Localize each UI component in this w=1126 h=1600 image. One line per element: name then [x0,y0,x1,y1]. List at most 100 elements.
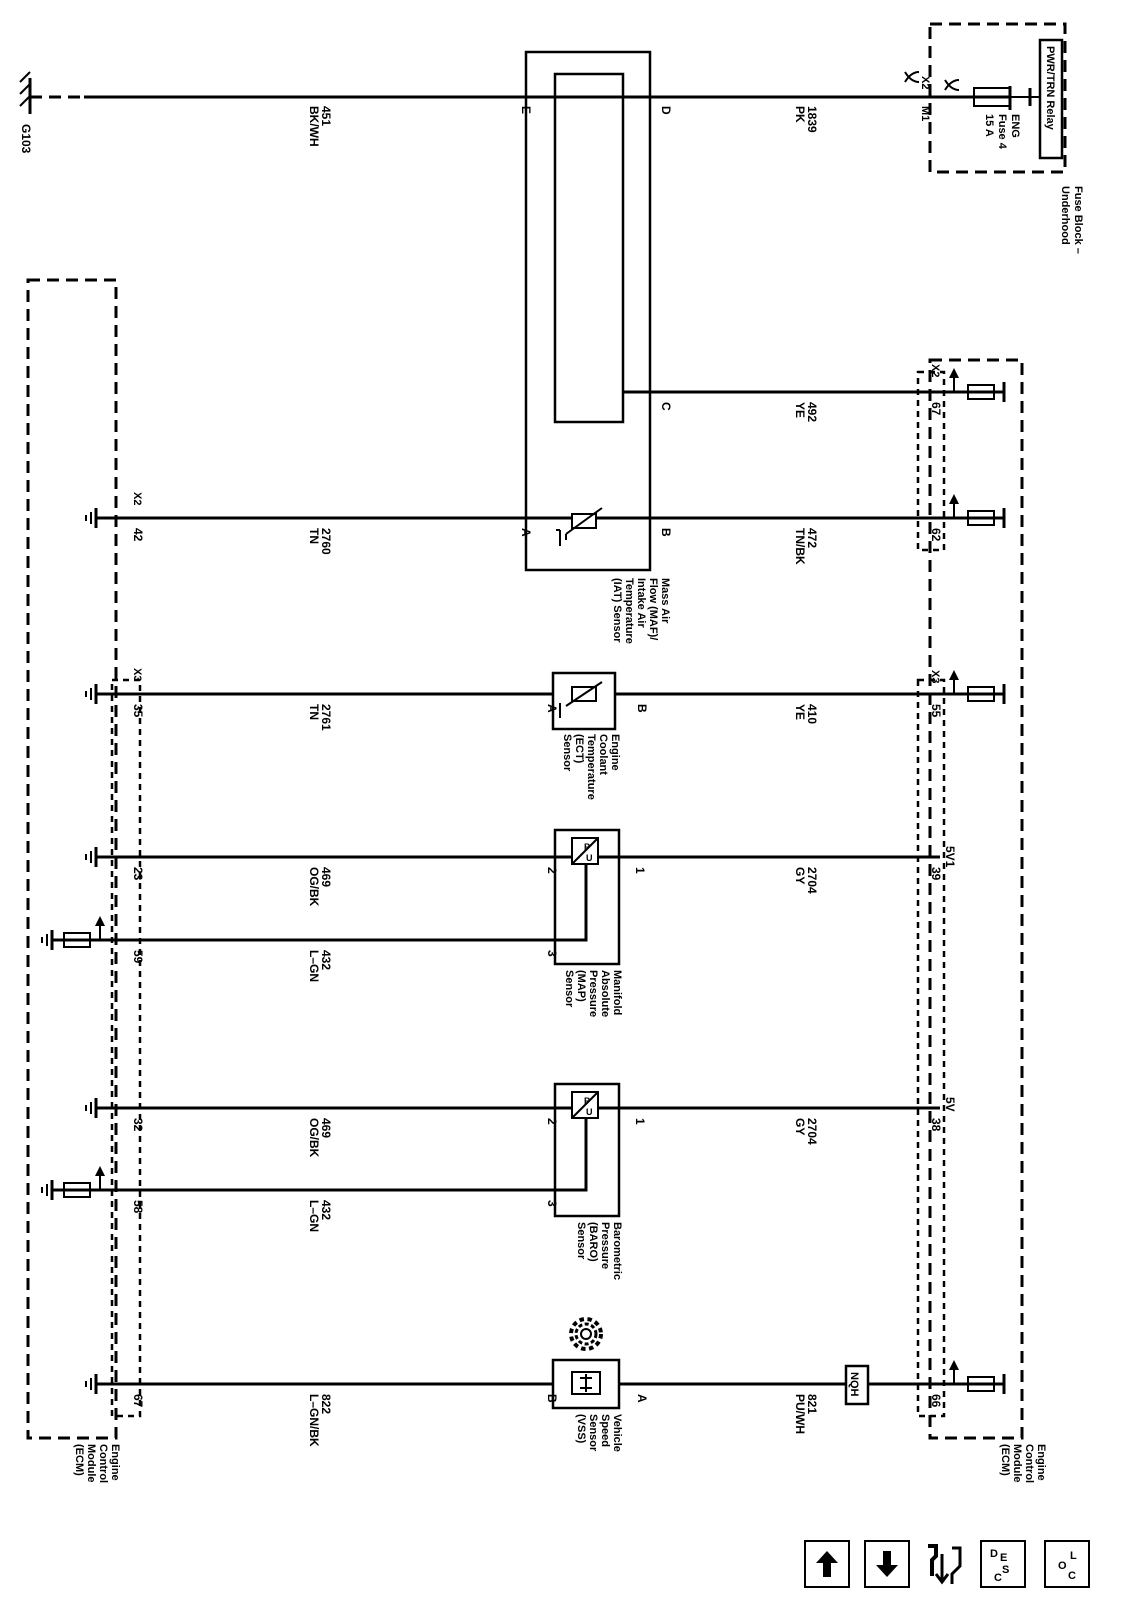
loc-letter-l: L [1070,1550,1077,1562]
nav-diag-button[interactable] [922,1540,968,1588]
maf-name-1: Mass Air [659,578,671,624]
desc-letter-c: C [994,1572,1002,1584]
vss-name-3: Sensor [587,1414,599,1452]
ecm-right-x3-connector-outline [916,678,946,1418]
map-name-5: Sensor [563,970,575,1008]
fuse-conn-m1-label: M1 [919,106,931,121]
svg-text:P: P [584,842,590,852]
wire-469-map-color: OG/BK [307,867,321,907]
ecm-term-55 [944,670,1006,704]
wire-410-number: 410 [805,704,819,724]
ecm-left-name-4: (ECM) [73,1444,85,1476]
desc-letter-s: S [1002,1564,1010,1576]
ecm-right-x3-label: X3 [929,670,941,683]
ecm-term-67 [944,368,1006,402]
fuse-4-symbol [968,86,1040,110]
fuse-conn-x2-label: X2 [919,76,931,89]
wire-472-number: 472 [805,528,819,548]
svg-text:U: U [586,1107,593,1117]
maf-pin-b: B [659,528,673,537]
wire-451-color: BK/WH [307,106,321,147]
vss-coil-symbol [571,1371,601,1395]
ect-pin-a: A [545,704,559,713]
iat-thermistor-symbol [556,507,603,546]
baro-name-4: Sensor [575,1222,587,1260]
wire-492-number: 492 [805,402,819,422]
ecm-right-name-4: (ECM) [999,1444,1011,1476]
map-name-3: Pressure [587,970,599,1017]
wire-821-color: PU/WH [793,1394,807,1434]
fuse-label-15a: 15 A [983,114,995,137]
ecm-left-name-2: Control [97,1444,109,1483]
vss-name-4: (VSS) [575,1414,587,1444]
nav-loc-button[interactable]: L O C [1044,1540,1090,1588]
wire-2704-map-color: GY [793,867,807,884]
fuse-block-name-line1: Fuse Block – [1072,186,1084,254]
wire-469-baro-number: 469 [319,1118,333,1138]
wire-432-map-number: 432 [319,950,333,970]
pwr-trn-relay-box [1038,38,1064,160]
wire-451-number: 451 [319,106,333,126]
ground-g103-symbol [19,71,32,114]
ect-name-1: Engine [609,734,621,771]
ecm-pin-32: 32 [131,1118,145,1132]
nqh-box [844,1364,870,1406]
desc-letter-e: E [1000,1552,1008,1564]
ecm-left-x2-label: X2 [131,492,143,505]
wire-2704-baro-color: GY [793,1118,807,1135]
ecm-pin-55: 55 [929,704,943,718]
wire-821-number: 821 [805,1394,819,1414]
svg-text:U: U [586,853,593,863]
ecm-pin-62: 62 [929,528,943,542]
wire-469-baro-color: OG/BK [307,1118,321,1158]
ecm-pin-39: 39 [929,867,943,881]
maf-name-3: Intake Air [635,578,647,628]
wire-472-color: TN/BK [793,528,807,565]
ect-thermistor-symbol [559,681,603,718]
ect-name-4: (ECT) [573,734,585,764]
ecm-left-x3-label: X3 [131,668,143,681]
desc-letter-d: D [990,1548,998,1560]
ecm-pin-59: 59 [131,950,145,964]
supply-5v-label: 5V [943,1097,957,1112]
wire-822-number: 822 [319,1394,333,1414]
wire-2760-number: 2760 [319,528,333,555]
connector-x2-m1-symbol [904,71,960,91]
maf-name-2: Flow (MAF)/ [647,578,659,640]
nav-desc-button[interactable]: D E S C [980,1540,1026,1588]
ecm-right-name-2: Control [1023,1444,1035,1483]
ecm-right-name-1: Engine [1035,1444,1047,1481]
baro-pin-3: 3 [545,1200,559,1207]
maf-pin-d: D [659,106,673,115]
ecm-left-term-58 [41,1166,112,1200]
ecm-pin-67-right: 67 [929,402,943,416]
ecm-left-x3-connector-outline [110,678,142,1418]
ecm-left-outline [26,278,118,1440]
maf-pin-e: E [519,106,533,114]
fuse-block-name-line2: Underhood [1059,186,1071,245]
nav-down-button[interactable] [864,1540,910,1588]
diagnostic-tool-icon [928,1544,962,1585]
ecm-right-x2-connector-outline [916,370,946,552]
ecm-right-x2-label: X2 [929,364,941,377]
wire-432-baro-number: 432 [319,1200,333,1220]
ecm-pin-35: 35 [131,704,145,718]
ecm-term-62 [944,494,1006,528]
baro-pin-2: 2 [545,1118,559,1125]
wire-2760-color: TN [307,528,321,544]
ecm-pin-38: 38 [929,1118,943,1132]
nav-up-button[interactable] [804,1540,850,1588]
wire-492-color: YE [793,402,807,418]
wire-1839-number: 1839 [805,106,819,133]
baro-name-3: (BARO) [587,1222,599,1262]
map-pin-1: 1 [633,867,647,874]
ecm-left-name-3: Module [85,1444,97,1483]
ecm-left-grounds [85,508,98,1394]
ect-name-2: Coolant [597,734,609,775]
wire-432-map-color: L–GN [307,950,321,982]
wire-432-baro-color: L–GN [307,1200,321,1232]
wire-2761-number: 2761 [319,704,333,731]
svg-text:P: P [584,1096,590,1106]
wire-410-color: YE [793,704,807,720]
